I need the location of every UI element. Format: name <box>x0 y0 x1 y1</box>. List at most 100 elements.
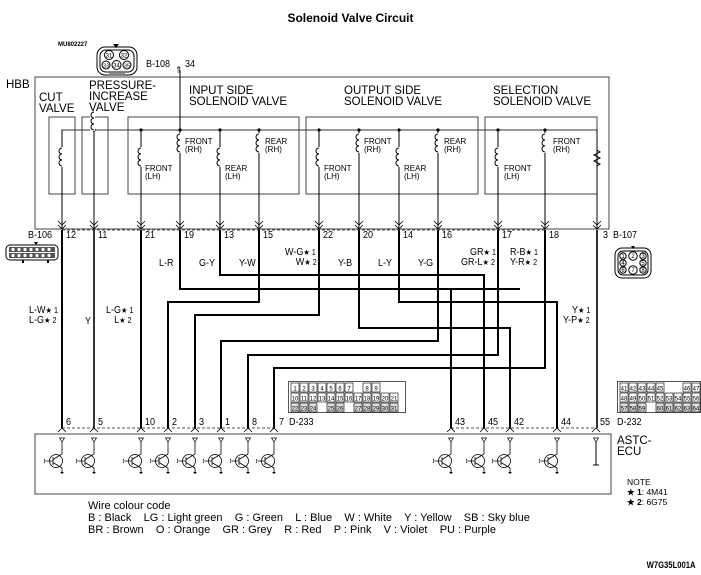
transistor-base <box>149 458 159 464</box>
connector-chevron-icon <box>493 220 503 230</box>
wire-15-to-2 <box>167 230 260 428</box>
connector-pin-cell <box>628 382 638 393</box>
output-front-lh-label: FRONT(LH) <box>324 165 352 181</box>
d233-connector-label: D-233 <box>289 417 314 428</box>
connector-pin-number: 46 <box>684 387 691 393</box>
connector-pin-number: 5 <box>329 387 333 393</box>
connector-chevron-icon <box>394 220 404 230</box>
selection-front-rh-label: FRONT(RH) <box>553 138 581 154</box>
coil-label: FRONT <box>504 164 532 173</box>
svg-text:5: 5 <box>641 261 645 267</box>
coil-label: (RH) <box>265 145 282 154</box>
connector-pin-number: 57 <box>621 407 628 413</box>
ecu-pin-42: 42 <box>514 417 525 428</box>
ecu-label-1: ASTC- <box>617 435 652 447</box>
wire-label-16: Y-G <box>418 258 434 269</box>
connector-pin-number: 62 <box>675 407 682 413</box>
wire-color: L-W <box>29 305 46 316</box>
connector-pin-cell <box>308 392 318 403</box>
connector-pin-cell <box>673 392 683 403</box>
solenoid-coil-icon <box>255 133 260 153</box>
ecu-pin-chevron-icon <box>190 427 200 433</box>
ecu-input-triangle-icon <box>191 437 199 443</box>
wire-14-to-44 <box>398 230 558 428</box>
transistor-base <box>75 458 85 464</box>
transistor-base <box>43 458 53 464</box>
connector-pin-cell <box>655 402 665 413</box>
connector-pin-cell <box>664 392 674 403</box>
ecu-pin-1: 1 <box>225 417 231 428</box>
legend-heading: Wire colour code <box>88 500 171 512</box>
note-heading: NOTE <box>627 477 651 487</box>
wire-color: L <box>114 315 120 326</box>
connector-pin-number: 2 <box>302 387 306 393</box>
note-star1: ★ 1 <box>627 487 642 497</box>
connector-pin-cell <box>691 382 701 393</box>
connector-pin-number: 6 <box>338 387 342 393</box>
hbb-label: HBB <box>6 79 30 91</box>
coil-gap <box>494 147 499 167</box>
ecu-input-triangle-icon <box>506 437 514 443</box>
coil-label: FRONT <box>185 137 213 146</box>
connector-pin-number: 24 <box>310 407 317 413</box>
ecu-pin-chevron-icon <box>216 427 226 433</box>
connector-chevron-icon <box>433 220 443 230</box>
input-valve-label-1: INPUT SIDE <box>189 85 254 97</box>
connector-pin-cell <box>371 392 381 403</box>
star2-mark: ★ 2 <box>44 316 57 325</box>
connector-pin-number: 60 <box>657 407 664 413</box>
connector-pin-number: 28 <box>364 407 371 413</box>
star1-mark: ★ 1 <box>303 248 316 257</box>
connector-pin-number: 29 <box>373 407 380 413</box>
coil-label: (LH) <box>324 172 340 181</box>
output-rear-rh-label: REAR(RH) <box>444 138 466 154</box>
junction-dot <box>436 128 440 132</box>
hbb-pin-20: 20 <box>363 230 374 241</box>
connector-pin-cell <box>308 382 318 393</box>
coil-gap <box>58 147 63 167</box>
ecu-pin-45: 45 <box>488 417 499 428</box>
coil-gap <box>137 147 142 167</box>
note-star2: ★ 2 <box>627 497 642 507</box>
connector-pin-number: 14 <box>328 397 335 403</box>
ecu-box <box>34 433 612 495</box>
connector-pin-cell <box>290 382 300 393</box>
transistor-base <box>202 458 212 464</box>
transistor-base <box>538 458 548 464</box>
svg-text:34: 34 <box>113 64 120 70</box>
wire-16-to-1 <box>220 230 439 428</box>
connector-pin-cell <box>362 402 372 413</box>
wire-22-to-3 <box>194 230 320 428</box>
connector-pin-number: 31 <box>391 407 398 413</box>
connector-pin-number: 30 <box>382 407 389 413</box>
ground-icon <box>508 472 512 474</box>
connector-pin-number: 15 <box>337 397 344 403</box>
svg-text:1: 1 <box>621 254 625 260</box>
svg-text:32: 32 <box>121 54 128 60</box>
ecu-pin-44: 44 <box>561 417 572 428</box>
output-rear-lh-label: REAR(LH) <box>404 165 426 181</box>
connector-pin-cell <box>637 402 647 413</box>
transistor-base <box>229 458 239 464</box>
star2-mark: ★ 2 <box>119 316 132 325</box>
coil-gap <box>176 133 181 153</box>
ecu-input-triangle-icon <box>447 437 455 443</box>
svg-text:2: 2 <box>631 254 635 260</box>
hbb-pin-12: 12 <box>66 230 77 241</box>
junction-dot <box>496 128 500 132</box>
coil-label: FRONT <box>364 137 392 146</box>
d232-terminal-55: 55 <box>600 417 611 428</box>
ecu-label: ASTC-ECU <box>617 435 652 458</box>
coil-gap <box>434 133 439 153</box>
pressure-valve-label-2: INCREASE <box>89 91 148 103</box>
star2-mark: ★ 2 <box>482 258 495 267</box>
coil-gap <box>255 133 260 153</box>
wire-color: R-B <box>510 247 526 258</box>
connector-pin-number: 25 <box>328 407 335 413</box>
coil-label: FRONT <box>145 164 173 173</box>
hbb-pin-17: 17 <box>502 230 513 241</box>
